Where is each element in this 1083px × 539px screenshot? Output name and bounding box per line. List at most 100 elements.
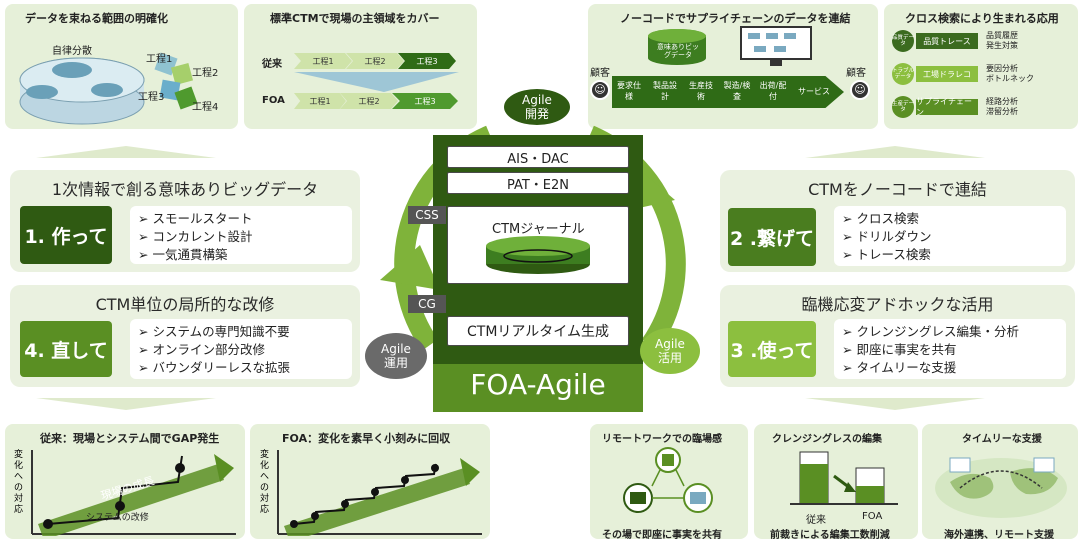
step-use-title: 臨機応変アドホックな活用 (801, 295, 994, 314)
process-step: 工程3 (392, 93, 458, 109)
down-arrow (36, 398, 216, 410)
step-label-3: 工程3 (138, 92, 165, 103)
up-arrow (805, 146, 985, 158)
down-arrow (805, 398, 985, 410)
step-create-label: 1. 作って (20, 206, 112, 264)
application-item: 要因分析 (986, 64, 1018, 73)
timely-caption: 海外連携、リモート支援 (944, 530, 1054, 539)
panel-title: タイムリーな支援 (962, 434, 1042, 445)
chain-step: サービス (798, 87, 830, 96)
panel-title: 従来：現場とシステム間でGAP発生 (40, 432, 220, 445)
ais-dac-box: AIS・DAC (447, 146, 629, 168)
gap-chart (31, 450, 236, 536)
cross-row: 品質データ 品質トレース 品質履歴発生対策 (892, 30, 1018, 52)
bullet-item: ➢ コンカレント設計 (138, 229, 253, 244)
brand-label: FOA-Agile (470, 368, 606, 401)
step-use-label: 3 .使って (728, 321, 816, 377)
journal-db-icon (486, 236, 590, 274)
autonomous-label: 自律分散 (52, 46, 92, 57)
rapid-chart (277, 450, 482, 536)
step-label-2: 工程2 (192, 68, 219, 79)
panel-remote-work (590, 424, 748, 539)
process-step: 工程3 (398, 53, 456, 69)
cross-row: 生産データ サプライチェーン 経路分析滞留分析 (892, 96, 1018, 118)
panel-supply-chain (588, 4, 878, 129)
application-item: 経路分析 (986, 97, 1018, 106)
css-tag: CSS (408, 206, 446, 224)
step-fix-bullets: ➢ システムの専門知識不要 ➢ オンライン部分改修 ➢ バウンダリーレスな拡張 (130, 319, 352, 379)
application-bar: 品質トレース (916, 33, 978, 49)
panel-title: 標準CTMで現場の主領域をカバー (270, 12, 440, 25)
step-label-4: 工程4 (192, 102, 219, 113)
up-arrow (36, 146, 216, 158)
customer-label: 顧客 (846, 68, 866, 79)
cleansing-caption: 前裁きによる編集工数削減 (770, 530, 890, 539)
step-fix-label: 4. 直して (20, 321, 112, 377)
chain-step: 製品設計 (653, 81, 677, 101)
customer-right-icon: ☺ (850, 80, 870, 100)
step-create-title: 1次情報で創る意味ありビッグデータ (51, 180, 319, 199)
y-axis-label: 変化への対応 (260, 450, 270, 515)
bullet-item: ➢ タイムリーな支援 (842, 360, 957, 375)
process-step: 工程1 (294, 93, 346, 109)
step-connect-title: CTMをノーコードで連結 (808, 180, 987, 199)
chain-step: 生産技術 (689, 81, 713, 101)
application-item: 滞留分析 (986, 107, 1018, 116)
data-tag: トラブルデータ (892, 63, 914, 85)
process-step: 工程2 (346, 53, 404, 69)
step-connect-label: 2 .繋げて (728, 208, 816, 266)
system-fix-label: システムの改修 (86, 513, 149, 523)
data-tag: 品質データ (892, 30, 914, 52)
customer-label: 顧客 (590, 68, 610, 79)
monitor-icon (740, 26, 812, 66)
step-label-1: 工程1 (146, 54, 173, 65)
application-bar: サプライチェーン (916, 97, 978, 117)
customer-left-icon: ☺ (590, 80, 610, 100)
bullet-item: ➢ トレース検索 (842, 247, 931, 262)
remote-caption: その場で即座に事実を共有 (602, 530, 722, 539)
panel-title: クロス検索により生まれる応用 (905, 12, 1059, 25)
bullet-item: ➢ 即座に事実を共有 (842, 342, 957, 357)
bullet-item: ➢ ドリルダウン (842, 229, 932, 244)
panel-title: データを束ねる範囲の明確化 (25, 12, 168, 25)
foa-label: FOA (862, 511, 883, 522)
ctm-realtime-box: CTMリアルタイム生成 (447, 316, 629, 346)
chain-step: 要求仕様 (617, 81, 641, 101)
brand-banner (433, 364, 643, 412)
application-item: ボトルネック (986, 74, 1034, 83)
distributed-data-illustration (19, 52, 198, 125)
panel-title: ノーコードでサプライチェーンのデータを連結 (620, 12, 851, 25)
world-map-illustration (935, 457, 1067, 518)
bigdata-db-icon (648, 29, 706, 65)
process-step: 工程1 (294, 53, 352, 69)
db-label: 意味ありビッグデータ (657, 43, 699, 59)
y-axis-label: 変化への対応 (14, 450, 24, 515)
application-item: 発生対策 (986, 41, 1018, 50)
panel-title: リモートワークでの臨場感 (602, 434, 722, 445)
bullet-item: ➢ クレンジングレス編集・分析 (842, 324, 1019, 339)
panel-cleansing (754, 424, 918, 539)
panel-title: FOA：変化を素早く小刻みに回収 (282, 432, 451, 445)
chain-step: 製造/検査 (723, 81, 751, 101)
foa-label: FOA (262, 95, 285, 106)
application-item: 品質履歴 (986, 31, 1018, 40)
bullet-item: ➢ 一気通貫構築 (138, 247, 228, 262)
panel-title: クレンジングレスの編集 (772, 434, 882, 445)
step-use-bullets: ➢ クレンジングレス編集・分析 ➢ 即座に事実を共有 ➢ タイムリーな支援 (834, 319, 1066, 379)
remote-icons (623, 447, 713, 513)
bullet-item: ➢ オンライン部分改修 (138, 342, 265, 357)
cross-row: トラブルデータ 工場ドラレコ 要因分析ボトルネック (892, 63, 1034, 85)
pat-e2n-box: PAT・E2N (447, 172, 629, 194)
step-connect-bullets: ➢ クロス検索 ➢ ドリルダウン ➢ トレース検索 (834, 206, 1066, 266)
coverage-wedge (294, 72, 459, 92)
bullet-item: ➢ バウンダリーレスな拡張 (138, 360, 290, 375)
chain-step: 出荷/配付 (759, 81, 787, 101)
bullet-item: ➢ システムの専門知識不要 (138, 324, 290, 339)
bullet-item: ➢ クロス検索 (842, 211, 919, 226)
conventional-label: 従来 (262, 59, 282, 70)
step-fix-title: CTM単位の局所的な改修 (95, 295, 275, 314)
